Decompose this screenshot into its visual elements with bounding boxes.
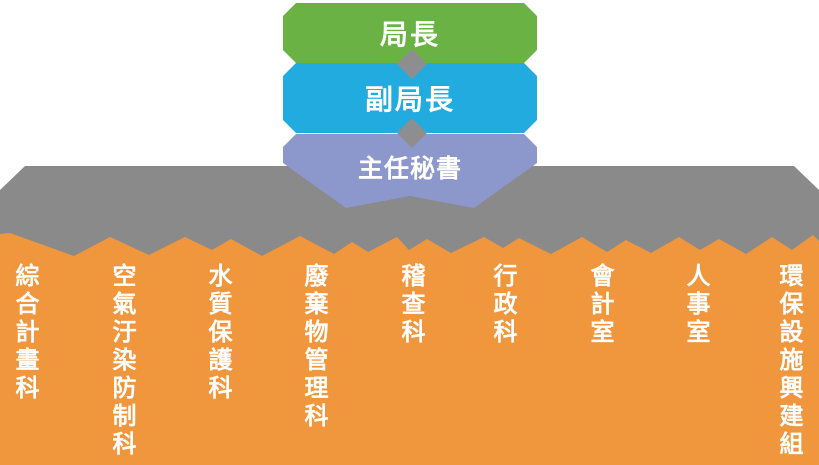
chief-secretary-label: 主任秘書 (357, 155, 462, 183)
director-label: 局長 (379, 19, 440, 50)
department-label-8: 人事室 (682, 263, 709, 347)
department-label-9: 環保設施興建組 (775, 263, 802, 459)
deputy-director-label: 副局長 (364, 84, 455, 115)
connector-diamond-bottom (397, 118, 427, 148)
department-label-4: 廢棄物管理科 (300, 263, 327, 431)
department-label-5: 稽查科 (397, 263, 424, 347)
department-label-6: 行政科 (489, 263, 516, 347)
connector-diamond-top (397, 49, 427, 79)
department-label-7: 會計室 (586, 263, 613, 347)
department-label-1: 綜合計畫科 (11, 263, 38, 403)
departments-band (0, 233, 819, 465)
director-box (283, 3, 537, 63)
deputy-director-box (283, 63, 537, 133)
division-band (0, 166, 819, 257)
department-label-2: 空氣汙染防制科 (108, 263, 135, 459)
department-label-3: 水質保護科 (204, 263, 231, 403)
chief-secretary-box (283, 134, 537, 208)
